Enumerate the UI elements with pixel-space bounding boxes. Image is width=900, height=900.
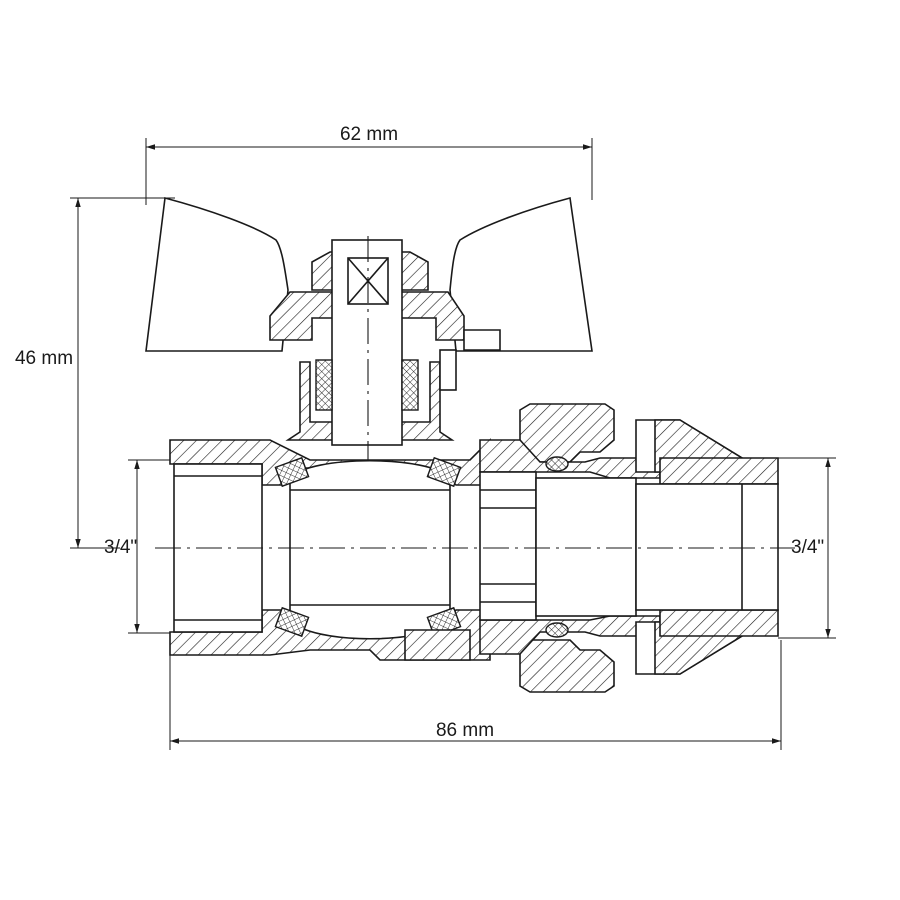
ball-seat-top-right xyxy=(426,456,462,488)
union-nut-bottom xyxy=(519,639,615,693)
union-bore xyxy=(479,471,537,621)
union-nut-top xyxy=(519,403,615,463)
dimension-label-total-length: 86 mm xyxy=(436,720,494,741)
dimension-label-right-thread: 3/4" xyxy=(791,537,824,558)
valve-ball xyxy=(289,459,451,640)
valve-body xyxy=(169,438,491,661)
union-seal-bottom xyxy=(545,622,569,638)
ball-seat-bottom-left xyxy=(274,606,310,638)
handle-wing-right xyxy=(449,196,593,352)
right-end-top xyxy=(659,457,779,485)
ball-seat-top-left xyxy=(274,456,310,488)
stem-assembly xyxy=(269,236,501,470)
body-insert xyxy=(404,629,471,661)
dimension-total-height: 46 mm xyxy=(15,197,175,549)
dimension-label-handle-width: 62 mm xyxy=(340,124,398,145)
dimension-total-length: 86 mm xyxy=(169,640,782,750)
dimension-handle-width: 62 mm xyxy=(145,124,593,205)
dimension-right-thread: 3/4" xyxy=(778,457,836,639)
butterfly-handle xyxy=(145,196,593,352)
union-seal-top xyxy=(545,456,569,472)
right-end-bottom xyxy=(659,609,779,637)
tail-lower xyxy=(479,615,661,655)
dimension-label-total-height: 46 mm xyxy=(15,348,73,369)
stem-seal-left xyxy=(315,359,333,411)
right-port xyxy=(635,483,779,611)
union-connector xyxy=(479,403,779,693)
stop-lug xyxy=(463,329,501,351)
dimension-label-left-thread: 3/4" xyxy=(104,537,137,558)
stem-seal-right xyxy=(401,359,419,411)
handle-wing-left xyxy=(145,196,289,352)
dimension-left-thread: 3/4" xyxy=(104,459,175,634)
